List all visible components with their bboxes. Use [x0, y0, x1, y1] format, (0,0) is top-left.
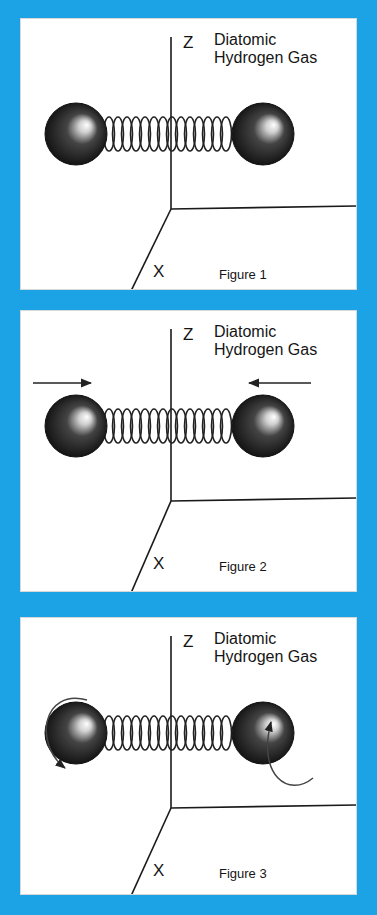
y-axis	[171, 498, 357, 501]
axis-label: Z	[183, 33, 193, 53]
hydrogen-atom	[45, 702, 107, 764]
spring	[104, 117, 232, 151]
x-axis	[131, 808, 171, 895]
axis-label: Z	[183, 325, 193, 345]
axes	[131, 329, 357, 592]
rotation-arrow	[268, 722, 313, 785]
axis-label: X	[153, 861, 164, 881]
axis-label: X	[153, 554, 164, 574]
gas-label: Diatomic Hydrogen Gas	[214, 630, 332, 667]
rotation-arrow	[46, 698, 87, 768]
figure-panel: Z Diatomic Hydrogen GasX Figure 3	[20, 617, 357, 895]
x-axis	[131, 501, 171, 592]
hydrogen-atom	[232, 103, 294, 165]
y-axis	[171, 805, 357, 808]
axis-label: Z	[183, 632, 193, 652]
hydrogen-atom	[45, 395, 107, 457]
axes	[131, 37, 357, 290]
spring	[104, 409, 232, 443]
spring	[104, 716, 232, 750]
spring-coil	[221, 117, 232, 151]
z-axis	[170, 329, 172, 501]
figure-caption: Figure 3	[219, 867, 267, 882]
hydrogen-atom	[45, 103, 107, 165]
y-axis	[171, 206, 357, 209]
compression-arrow	[33, 382, 91, 384]
z-axis	[170, 636, 172, 808]
gas-label: Diatomic Hydrogen Gas	[214, 323, 332, 360]
spring-coil	[221, 716, 232, 750]
axis-label: X	[153, 262, 164, 282]
z-axis	[170, 37, 172, 209]
hydrogen-atom	[232, 702, 294, 764]
figure-caption: Figure 1	[219, 268, 267, 283]
figure-panel: Z Diatomic Hydrogen GasX Figure 2	[20, 310, 357, 592]
figure-panel: Z Diatomic Hydrogen GasX Figure 1	[20, 18, 357, 290]
gas-label: Diatomic Hydrogen Gas	[214, 31, 332, 68]
axes	[131, 636, 357, 895]
figure-caption: Figure 2	[219, 560, 267, 575]
compression-arrow	[249, 382, 311, 384]
spring-coil	[221, 409, 232, 443]
hydrogen-atom	[232, 395, 294, 457]
x-axis	[131, 209, 171, 290]
